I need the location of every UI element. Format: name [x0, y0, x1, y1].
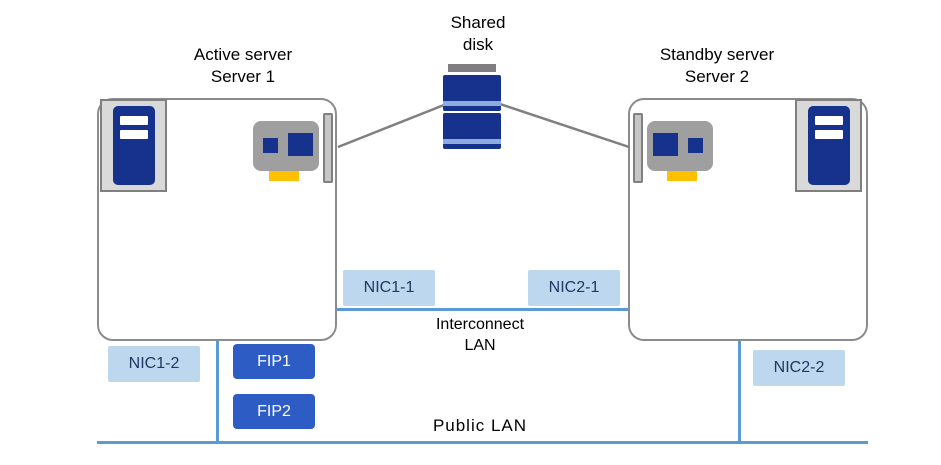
nic2-1-tag: NIC2-1 [528, 270, 620, 306]
server1-nic-card-icon [251, 112, 339, 184]
disk-top-cap [448, 64, 496, 72]
nic-edge-connector [667, 171, 697, 181]
nic-edge-connector [269, 171, 299, 181]
interconnect-lan-label: Interconnect LAN [435, 316, 525, 354]
server1-disk-cable [337, 101, 450, 149]
nic1-2-tag: NIC1-2 [108, 346, 200, 382]
nic2-2-tag: NIC2-2 [753, 350, 845, 386]
drive-slot-icon [120, 116, 148, 125]
public-lan-label: Public LAN [432, 416, 528, 435]
drive-slot-icon [815, 130, 843, 139]
nic1-1-tag: NIC1-1 [343, 270, 435, 306]
drive-slot-icon [120, 130, 148, 139]
server2-public-link-line [738, 341, 741, 443]
shared-disk-icon [443, 64, 501, 152]
server1-tower-icon [100, 99, 167, 192]
nic-chip [263, 138, 278, 153]
public-lan-line [97, 441, 868, 444]
fip2-badge: FIP2 [233, 394, 315, 429]
server2-tower-icon [795, 99, 862, 192]
drive-slot-icon [815, 116, 843, 125]
nic-bracket [633, 113, 643, 183]
fip1-badge: FIP1 [233, 344, 315, 379]
server2-title: Standby server Server 2 [659, 45, 775, 87]
nic-chip [688, 138, 703, 153]
nic-port [653, 133, 678, 156]
disk-stripe [443, 139, 501, 144]
nic-port [288, 133, 313, 156]
tower-chassis [808, 106, 850, 185]
nic-bracket [323, 113, 333, 183]
server2-disk-cable [496, 101, 630, 149]
server1-public-link-line [216, 341, 219, 443]
disk-stripe [443, 101, 501, 106]
server2-nic-card-icon [627, 112, 715, 184]
server1-title: Active server Server 1 [193, 45, 293, 87]
disk-unit [443, 75, 501, 111]
tower-chassis [113, 106, 155, 185]
interconnect-lan-line [337, 308, 628, 311]
shared-disk-label: Shared disk [450, 13, 506, 55]
disk-unit [443, 113, 501, 149]
